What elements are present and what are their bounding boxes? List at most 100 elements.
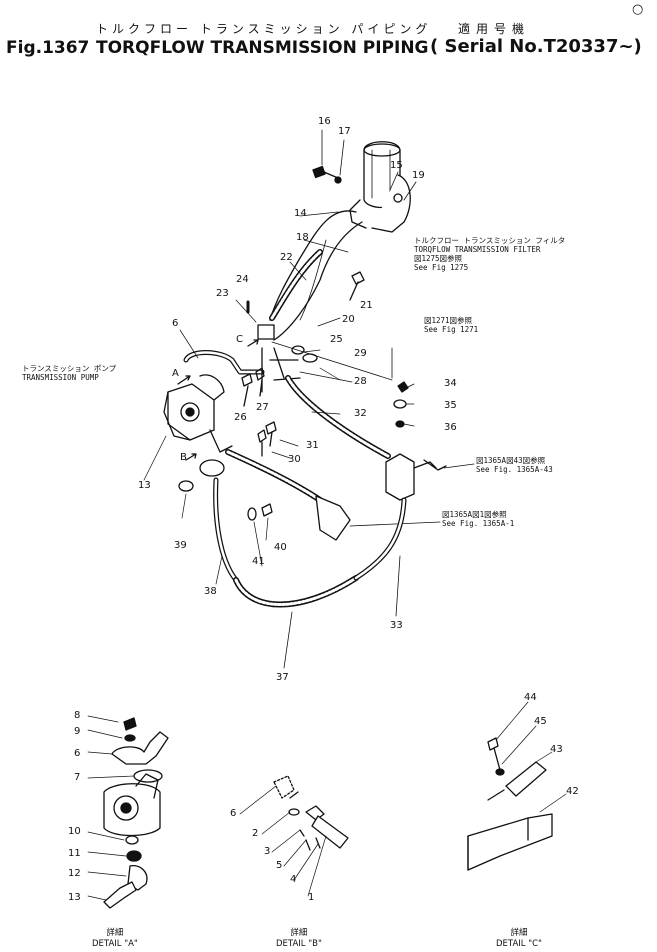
oring-39 [178, 480, 194, 492]
callout-34: 34 [444, 378, 457, 389]
callout-25: 25 [330, 334, 343, 345]
flange [199, 459, 225, 477]
callout-32: 32 [354, 408, 367, 419]
callout-16: 16 [318, 116, 331, 127]
pump-ref-note: トランスミッション ポンプ TRANSMISSION PUMP [22, 364, 117, 382]
callout-18: 18 [296, 232, 309, 243]
detail-a-drawing [87, 715, 169, 909]
bolt-21 [349, 271, 365, 301]
detail-b-callout-5: 5 [276, 860, 283, 871]
callout-30: 30 [288, 454, 301, 465]
hose-37 [233, 575, 359, 608]
fig-1365a-1-ref-note: 図1365A図1図参照 See Fig. 1365A-1 [442, 510, 515, 528]
callout-37: 37 [276, 672, 289, 683]
bolt-26 [241, 373, 253, 407]
detail-a-callout-9: 9 [74, 726, 81, 737]
bolt-16 [312, 165, 342, 184]
detail-a-callout-11: 11 [68, 848, 81, 859]
hose-14 [269, 210, 357, 321]
detail-c-label: 詳細 DETAIL "C" [496, 928, 542, 949]
callout-letter-c: C [236, 334, 243, 345]
callout-41: 41 [252, 556, 265, 567]
detail-b-callout-3: 3 [264, 846, 271, 857]
callout-29: 29 [354, 348, 367, 359]
detail-a-callout-7: 7 [74, 772, 81, 783]
detail-a-callout-10: 10 [68, 826, 81, 837]
title-japanese: トルクフロー トランスミッション パイピング [96, 22, 432, 36]
fig-1271-ref-note: 図1271図参照 See Fig 1271 [424, 316, 479, 334]
callout-36: 36 [444, 422, 457, 433]
arrow-a [177, 375, 191, 385]
callout-23: 23 [216, 288, 229, 299]
callout-24: 24 [236, 274, 249, 285]
callout-letter-b: B [180, 452, 187, 463]
callout-38: 38 [204, 586, 217, 597]
tee-block [385, 453, 415, 501]
block-c [261, 347, 285, 393]
callout-26: 26 [234, 412, 247, 423]
part-36 [395, 420, 405, 428]
callout-20: 20 [342, 314, 355, 325]
detail-b-callout-1: 1 [308, 892, 315, 903]
pipe-33 [353, 497, 407, 581]
detail-a-callout-8: 8 [74, 710, 81, 721]
fitting-1365a-1 [315, 495, 351, 541]
callout-17: 17 [338, 126, 351, 137]
callout-40: 40 [274, 542, 287, 553]
filter-ref-note: トルクフロー トランスミッション フィルタ TORQFLOW TRANSMISS… [414, 236, 566, 272]
part-34 [397, 381, 409, 393]
corner-mark: ○ [632, 2, 644, 17]
bolt-31 [265, 421, 277, 447]
transmission-pump [163, 374, 233, 453]
callout-31: 31 [306, 440, 319, 451]
fitting-23 [257, 324, 275, 340]
hose-32 [285, 375, 391, 459]
figure-number: Fig.1367 [6, 38, 90, 58]
hose-18 [273, 221, 363, 341]
detail-c-callout-43: 43 [550, 744, 563, 755]
detail-c-drawing [467, 701, 567, 871]
oring-25 [291, 345, 305, 355]
detail-b-drawing [239, 775, 349, 897]
callout-19: 19 [412, 170, 425, 181]
detail-b-label: 詳細 DETAIL "B" [276, 928, 322, 949]
serial-japanese: 適用号機 [458, 22, 531, 36]
detail-a-callout-6: 6 [74, 748, 81, 759]
callout-22: 22 [280, 252, 293, 263]
bolt-40 [261, 503, 273, 517]
callout-15: 15 [390, 160, 403, 171]
detail-b-callout-6: 6 [230, 808, 237, 819]
callout-13: 13 [138, 480, 151, 491]
callout-39: 39 [174, 540, 187, 551]
detail-c-callout-44: 44 [524, 692, 537, 703]
detail-a-label: 詳細 DETAIL "A" [92, 928, 138, 949]
leader-lines-top [321, 129, 417, 201]
detail-a-callout-13: 13 [68, 892, 81, 903]
detail-b-callout-2: 2 [252, 828, 259, 839]
callout-letter-a: A [172, 368, 179, 379]
detail-c-callout-45: 45 [534, 716, 547, 727]
callout-21: 21 [360, 300, 373, 311]
part-35 [393, 399, 407, 409]
part-41 [247, 507, 257, 521]
callout-6: 6 [172, 318, 179, 329]
transmission-filter [349, 141, 411, 233]
callout-27: 27 [256, 402, 269, 413]
fitting-1365a-43 [413, 459, 447, 471]
callout-33: 33 [390, 620, 403, 631]
detail-b-callout-4: 4 [290, 874, 297, 885]
hose-lower [225, 449, 323, 503]
callout-14: 14 [294, 208, 307, 219]
detail-c-callout-42: 42 [566, 786, 579, 797]
detail-a-callout-12: 12 [68, 868, 81, 879]
bolt-27 [255, 367, 265, 397]
page-title: TORQFLOW TRANSMISSION PIPING [96, 38, 429, 58]
callout-35: 35 [444, 400, 457, 411]
callout-28: 28 [354, 376, 367, 387]
bolt-30 [257, 429, 267, 457]
leader-lines [143, 211, 349, 585]
arrow-b [185, 453, 197, 461]
fig-1365a-43-ref-note: 図1365A図43図参照 See Fig. 1365A-43 [476, 456, 553, 474]
hose-22 [269, 249, 323, 321]
